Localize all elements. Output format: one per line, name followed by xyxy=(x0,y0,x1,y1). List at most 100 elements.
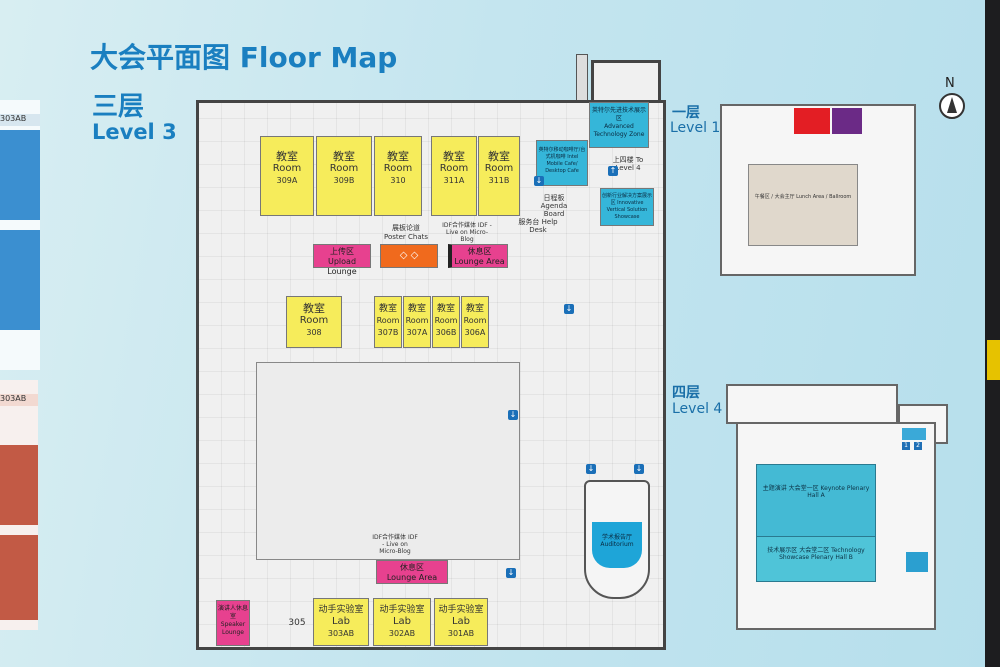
lab-label-en: Lab xyxy=(451,616,471,627)
level3-title-en: Level 3 xyxy=(92,120,177,144)
lab-301ab[interactable]: 动手实验室 Lab 301AB xyxy=(434,598,488,646)
room-number: 309A xyxy=(276,176,298,185)
room-label-en: Room xyxy=(299,315,329,326)
room-label-cn: 教室 xyxy=(407,304,426,314)
room-label-en: Room xyxy=(463,316,487,325)
zone-label-en: Upload Lounge xyxy=(327,257,357,276)
lounge-area-2[interactable]: 休息区 Lounge Area xyxy=(376,560,448,584)
room-number: 307A xyxy=(406,328,428,337)
stairs-icon: ↓ xyxy=(534,176,544,186)
room-number: 310 xyxy=(390,176,406,185)
level4-blue-zone xyxy=(906,552,928,572)
level1-purple-zone xyxy=(832,108,862,134)
level1-mini-map[interactable]: 午餐区 / 大会主厅 Lunch Area / Ballroom xyxy=(720,104,916,276)
stairs-icon: ↓ xyxy=(586,464,596,474)
room-310[interactable]: 教室 Room 310 xyxy=(374,136,422,216)
right-edge-yellow-strip xyxy=(987,340,1000,380)
auditorium-label: 学术报告厅 Auditorium xyxy=(600,534,634,548)
showcase-label: 技术展示区 大会堂二区 Technology Showcase Plenary … xyxy=(767,547,865,561)
room-307b[interactable]: 教室 Room 307B xyxy=(374,296,402,348)
auditorium-seating xyxy=(592,522,642,568)
lounge-area[interactable]: 休息区 Lounge Area xyxy=(448,244,508,268)
room-309b[interactable]: 教室 Room 309B xyxy=(316,136,372,216)
room-label-cn: 教室 xyxy=(436,304,455,314)
compass-icon xyxy=(939,93,965,119)
stairs-icon: ↓ xyxy=(634,464,644,474)
room-306b[interactable]: 教室 Room 306B xyxy=(432,296,460,348)
level4-tag: 2 xyxy=(914,442,922,450)
zone-label-en: Lounge Area xyxy=(454,257,505,266)
zone-label-en: Lounge Area xyxy=(386,573,438,582)
zone-label: 英特尔移动咖啡厅/台式机咖啡 Intel Mobile Cafe/ Deskto… xyxy=(538,147,586,174)
idf-live-label: IDF合作媒体 IDF - Live on Micro-Blog xyxy=(442,222,492,243)
room-311a[interactable]: 教室 Room 311A xyxy=(431,136,477,216)
keynote-label: 主题演讲 大会堂一区 Keynote Plenary Hall A xyxy=(762,485,870,499)
poster-chats-label-en: Poster Chats xyxy=(383,233,429,241)
room-label-en: Room xyxy=(329,163,359,174)
lab-number: 303AB xyxy=(327,629,355,638)
upload-lounge[interactable]: 上传区 Upload Lounge xyxy=(313,244,371,276)
level4-mini-map[interactable]: 主题演讲 大会堂一区 Keynote Plenary Hall A 技术展示区 … xyxy=(726,384,950,632)
right-edge-strip xyxy=(985,0,1000,667)
speaker-lounge[interactable]: 演讲人休息室 Speaker Lounge xyxy=(216,600,250,646)
room-308[interactable]: 教室 Room 308 xyxy=(286,296,342,348)
room-label-en: Room xyxy=(405,316,429,325)
mobile-cafe-zone[interactable]: 英特尔移动咖啡厅/台式机咖啡 Intel Mobile Cafe/ Deskto… xyxy=(536,140,588,186)
lab-label-en: Lab xyxy=(331,616,351,627)
showcase-hall[interactable]: 技术展示区 大会堂二区 Technology Showcase Plenary … xyxy=(756,536,876,582)
main-hall xyxy=(256,362,520,560)
room-label-en: Room xyxy=(383,163,413,174)
left-card-block xyxy=(0,230,40,330)
room-label-en: Room xyxy=(272,163,302,174)
lab-label-cn: 动手实验室 xyxy=(438,605,484,615)
zone-label-cn: 休息区 xyxy=(467,247,492,256)
escalator-icon: ↑ xyxy=(608,166,618,176)
north-compass: N xyxy=(936,76,966,120)
lab-302ab[interactable]: 动手实验室 Lab 302AB xyxy=(373,598,431,646)
level1-title-cn: 一层 xyxy=(672,105,700,121)
room-label-en: Room xyxy=(484,163,514,174)
level4-title-en: Level 4 xyxy=(672,401,723,417)
left-card-block xyxy=(0,445,38,525)
poster-chats-label-cn: 展板论道 xyxy=(392,224,420,232)
level3-floor-plan: 教室 Room 309A 教室 Room 309B 教室 Room 310 教室… xyxy=(196,54,666,650)
zone-label: 创新行业解决方案展示区 Innovative Vertical Solution… xyxy=(601,193,652,220)
room-number: 306A xyxy=(464,328,486,337)
advanced-technology-zone[interactable]: 英特尔先进技术展示区 Advanced Technology Zone xyxy=(589,102,649,148)
left-card-block xyxy=(0,535,38,620)
level1-hall: 午餐区 / 大会主厅 Lunch Area / Ballroom xyxy=(748,164,858,246)
zone-label-cn: 上传区 xyxy=(330,247,354,256)
lab-303ab[interactable]: 动手实验室 Lab 303AB xyxy=(313,598,369,646)
compass-label: N xyxy=(945,76,955,91)
room-label-cn: 教室 xyxy=(488,150,510,163)
room-number: 311B xyxy=(488,176,510,185)
poster-chats-area[interactable]: ◇ ◇ xyxy=(380,244,438,268)
level4-title-cn: 四层 xyxy=(672,385,700,401)
room-311b[interactable]: 教室 Room 311B xyxy=(478,136,520,216)
room-label-en: Room xyxy=(439,163,469,174)
zone-label-cn: 休息区 xyxy=(400,563,424,572)
room-306a[interactable]: 教室 Room 306A xyxy=(461,296,489,348)
zone-label-cn: 演讲人休息室 xyxy=(217,605,248,620)
room-307a[interactable]: 教室 Room 307A xyxy=(403,296,431,348)
zone-label-en: Speaker Lounge xyxy=(220,621,246,636)
innovative-solution-showcase[interactable]: 创新行业解决方案展示区 Innovative Vertical Solution… xyxy=(600,188,654,226)
room-305[interactable]: 305 xyxy=(288,618,306,628)
lab-label-cn: 动手实验室 xyxy=(379,605,425,615)
auditorium[interactable]: 学术报告厅 Auditorium xyxy=(584,480,650,599)
room-label-en: Room xyxy=(434,316,458,325)
room-number: 309B xyxy=(333,176,355,185)
lab-number: 302AB xyxy=(388,629,416,638)
help-desk-label: 服务台 Help Desk xyxy=(518,218,558,234)
room-label-cn: 教室 xyxy=(387,150,409,163)
keynote-hall[interactable]: 主题演讲 大会堂一区 Keynote Plenary Hall A xyxy=(756,464,876,538)
room-309a[interactable]: 教室 Room 309A xyxy=(260,136,314,216)
level1-red-zone xyxy=(794,108,830,134)
level4-top-wing xyxy=(726,384,898,424)
left-card-header: 303AB xyxy=(0,394,38,406)
idf-live-label-2: IDF合作媒体 IDF - Live on Micro-Blog xyxy=(372,534,418,555)
lab-number: 301AB xyxy=(447,629,475,638)
agenda-board-label: 日程板 Agenda Board xyxy=(540,194,568,218)
stairs-icon: ↓ xyxy=(506,568,516,578)
level4-tag: 1 xyxy=(902,442,910,450)
